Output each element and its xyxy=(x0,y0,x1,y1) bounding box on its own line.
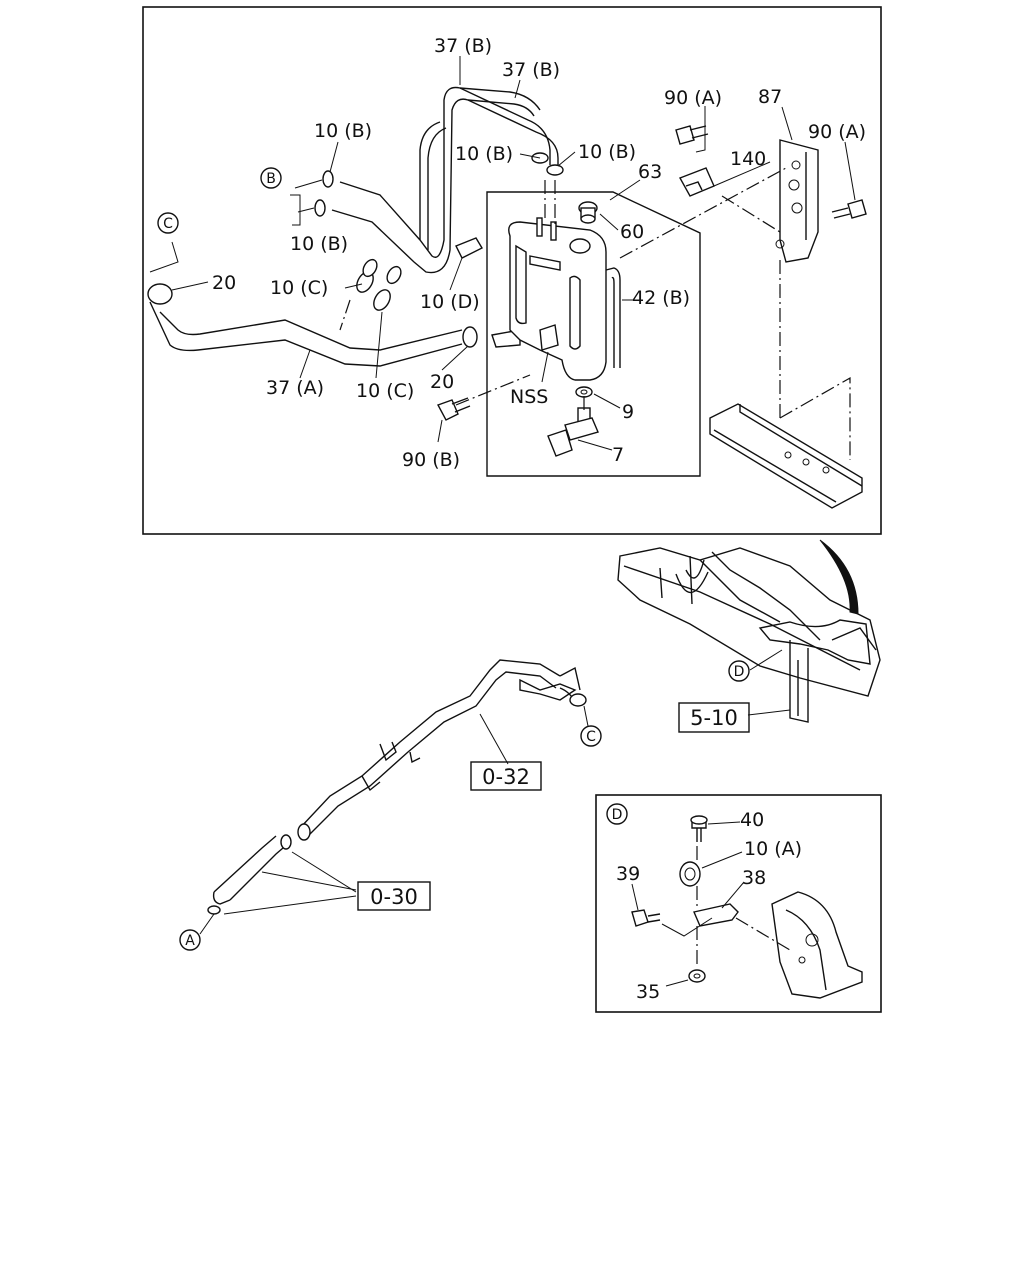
circle-ref-a: A xyxy=(179,929,201,951)
clamps-10b xyxy=(314,152,564,217)
callout-38: 38 xyxy=(742,867,766,889)
callout-37a: 37 (A) xyxy=(266,377,324,399)
bolt-90a-left xyxy=(675,125,709,145)
svg-text:D: D xyxy=(734,664,745,680)
callout-20-1: 20 xyxy=(212,272,236,294)
vehicle-frame-overview xyxy=(617,539,881,723)
callout-10a: 10 (A) xyxy=(744,838,802,860)
svg-text:5-10: 5-10 xyxy=(690,706,738,730)
callout-10b-1: 10 (B) xyxy=(314,120,372,142)
reserve-tank xyxy=(508,217,607,381)
callout-10c-1: 10 (C) xyxy=(270,277,328,299)
circle-ref-d-main: D xyxy=(728,660,750,682)
inset-d-parts xyxy=(631,815,863,999)
callout-35: 35 xyxy=(636,981,660,1003)
callout-140: 140 xyxy=(730,148,766,170)
alignment-lines-top xyxy=(339,167,851,460)
callout-10c-2: 10 (C) xyxy=(356,380,414,402)
tank-subbox xyxy=(486,191,701,477)
callout-10d: 10 (D) xyxy=(420,291,480,313)
callout-10b-3: 10 (B) xyxy=(578,141,636,163)
circle-ref-c-top: C xyxy=(157,212,179,234)
callout-87: 87 xyxy=(758,86,782,108)
callout-10b-2: 10 (B) xyxy=(455,143,513,165)
bracket-140 xyxy=(678,167,715,197)
callout-63: 63 xyxy=(638,161,662,183)
ref-box-0-32[interactable]: 0-32 xyxy=(470,761,542,791)
svg-text:0-32: 0-32 xyxy=(482,765,530,789)
ref-box-0-30[interactable]: 0-30 xyxy=(357,881,431,911)
svg-text:A: A xyxy=(185,933,195,949)
bolt-90b xyxy=(437,397,471,421)
sensor-9-7 xyxy=(547,386,599,457)
svg-text:B: B xyxy=(266,171,276,187)
hose-37b xyxy=(331,86,559,274)
callout-20-2: 20 xyxy=(430,371,454,393)
cap-60 xyxy=(578,201,598,224)
svg-text:C: C xyxy=(586,729,596,745)
callout-90b: 90 (B) xyxy=(402,449,460,471)
svg-text:0-30: 0-30 xyxy=(370,885,418,909)
callout-10b-4: 10 (B) xyxy=(290,233,348,255)
hose-37a xyxy=(147,283,521,367)
callout-90a-1: 90 (A) xyxy=(664,87,722,109)
circle-ref-c-bottom: C xyxy=(580,725,602,747)
top-frame xyxy=(142,6,882,535)
callout-37b-2: 37 (B) xyxy=(502,59,560,81)
svg-text:D: D xyxy=(612,807,623,823)
callout-37b-1: 37 (B) xyxy=(434,35,492,57)
bolt-90a-right xyxy=(831,199,867,219)
callout-60: 60 xyxy=(620,221,644,243)
circle-ref-b: B xyxy=(260,167,282,189)
svg-text:C: C xyxy=(163,216,173,232)
callout-9: 9 xyxy=(622,401,634,423)
fitting-10d xyxy=(455,237,483,259)
pipe-assembly xyxy=(199,659,589,935)
callout-42b: 42 (B) xyxy=(632,287,690,309)
clamps-10c xyxy=(356,258,402,311)
callout-39: 39 xyxy=(616,863,640,885)
callout-nss: NSS xyxy=(510,386,548,408)
bracket-87 xyxy=(775,139,819,263)
leaders-top xyxy=(149,56,856,451)
callout-90a-2: 90 (A) xyxy=(808,121,866,143)
frame-rail-top xyxy=(709,403,863,509)
callout-40: 40 xyxy=(740,809,764,831)
circle-ref-d-inset: D xyxy=(606,803,628,825)
ref-box-5-10[interactable]: 5-10 xyxy=(678,702,750,733)
hose-42b xyxy=(605,267,621,368)
inset-d-frame xyxy=(595,794,882,1013)
callout-7: 7 xyxy=(612,444,624,466)
